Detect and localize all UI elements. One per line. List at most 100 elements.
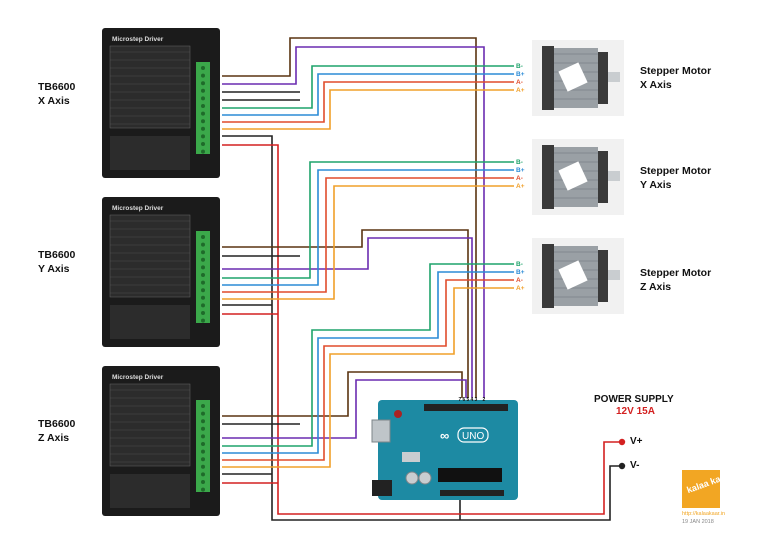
terminal-screw: [201, 288, 205, 293]
terminal-screw: [201, 434, 205, 439]
motor-wire-label: A-: [516, 175, 523, 182]
driver-brand: Microstep Driver: [112, 36, 164, 43]
arduino-logo-icon: ∞: [440, 428, 449, 443]
motor-x-wire-a-minus: [222, 81, 514, 123]
power-terminals: [618, 438, 626, 470]
terminal-screw: [201, 134, 205, 139]
motor-z-name: Stepper Motor: [640, 267, 712, 279]
kalaakaar-logo: [682, 470, 720, 508]
terminal-screw: [201, 66, 205, 70]
signal-wire-x-1: [222, 37, 477, 398]
driver-x-axis: X Axis: [38, 95, 70, 107]
v-plus-terminal: [618, 438, 626, 446]
terminal-screw: [201, 303, 205, 308]
motor-shaft: [608, 270, 620, 280]
driver-y-label: TB6600 Y Axis: [38, 248, 75, 276]
v-minus-terminal: [618, 462, 626, 470]
terminal-screw: [201, 442, 205, 446]
motor-x: [532, 40, 624, 116]
digital-header: [424, 404, 508, 411]
motor-y-wire-b-minus: [222, 161, 514, 279]
terminal-screw: [201, 111, 205, 116]
driver-z-axis: Z Axis: [38, 432, 70, 444]
driver-switch-panel: [110, 305, 190, 339]
arduino-pin-label: 5: [467, 397, 470, 403]
motor-wire-label: B+: [516, 71, 525, 78]
motor-z: [532, 238, 624, 314]
wires-group: [222, 37, 622, 521]
arduino-pin-label: 3: [475, 397, 478, 403]
driver-z-name: TB6600: [38, 418, 76, 430]
terminal-screw: [201, 457, 205, 462]
motor-shaft: [608, 72, 620, 82]
terminal-screw: [201, 81, 205, 86]
terminal-screw: [201, 88, 205, 93]
motor-wire-label: A+: [516, 183, 525, 190]
signal-wire-x-2: [222, 46, 485, 398]
motor-z-wire-b-plus: [222, 271, 514, 454]
capacitor: [418, 471, 432, 485]
branding-date: 19 JAN 2018: [682, 519, 714, 525]
terminal-screw: [201, 265, 205, 270]
driver-z-label: TB6600 Z Axis: [38, 417, 75, 445]
arduino-pin-label: 4: [471, 397, 474, 403]
motor-y: [532, 139, 624, 215]
power-jack: [372, 480, 392, 496]
motor-x-label: Stepper Motor X Axis: [640, 64, 711, 92]
motor-wire-label: A-: [516, 277, 523, 284]
arduino-pin-label: 7: [459, 397, 462, 403]
terminal-screw: [201, 273, 205, 277]
terminal-screw: [201, 242, 205, 247]
motor-y-wire-a-minus: [222, 177, 514, 293]
motors-group: [532, 40, 624, 314]
v-minus-label: V-: [630, 460, 640, 471]
motor-wire-label: B-: [516, 159, 523, 166]
terminal-screw: [201, 257, 205, 262]
terminal-screw: [201, 311, 205, 315]
motor-x-wire-b-minus: [222, 65, 514, 109]
arduino-pin-label: 6: [463, 397, 466, 403]
driver-info-panel: [109, 383, 191, 467]
arduino-pin-label: 2: [483, 397, 486, 403]
motor-wire-label: B+: [516, 167, 525, 174]
terminal-screw: [201, 318, 205, 323]
driver-y-axis: Y Axis: [38, 263, 70, 275]
terminal-screw: [201, 487, 205, 492]
driver-brand: Microstep Driver: [112, 374, 164, 381]
motor-z-wire-a-plus: [222, 287, 514, 468]
uno-badge: [457, 427, 489, 443]
terminal-screw: [201, 280, 205, 285]
motor-z-label: Stepper Motor Z Axis: [640, 266, 711, 294]
motor-flange: [598, 151, 608, 203]
driver-switch-panel: [110, 136, 190, 170]
motor-endcap: [542, 46, 554, 110]
motor-wire-label: B+: [516, 269, 525, 276]
signal-wire-y-2: [222, 237, 473, 398]
wire-labels-group: B-B+A-A+B-B+A-A+B-B+A-A+: [516, 63, 525, 292]
terminal-screw: [201, 480, 205, 484]
motor-y-name: Stepper Motor: [640, 165, 712, 177]
motor-x-name: Stepper Motor: [640, 65, 712, 77]
motor-y-axis: Y Axis: [640, 179, 672, 191]
terminal-screw: [201, 126, 205, 131]
motor-endcap: [542, 145, 554, 209]
terminal-screw: [201, 464, 205, 469]
motor-sticker: [558, 260, 588, 290]
power-supply-title: POWER SUPPLY: [594, 394, 674, 405]
branding-url: http://kalaakaar.in: [682, 511, 726, 517]
terminal-screw: [201, 96, 205, 101]
motor-flange: [598, 250, 608, 302]
motor-sticker: [558, 161, 588, 191]
analog-header: [440, 490, 504, 496]
driver-z: Microstep Driver: [102, 366, 220, 516]
driver-info-panel: [109, 45, 191, 129]
terminal-screw: [201, 149, 205, 154]
uno-label: UNO: [462, 431, 484, 442]
motor-y-label: Stepper Motor Y Axis: [640, 164, 711, 192]
motor-x-wire-b-plus: [222, 73, 514, 116]
motor-wire-label: B-: [516, 261, 523, 268]
terminal-screw: [201, 472, 205, 477]
